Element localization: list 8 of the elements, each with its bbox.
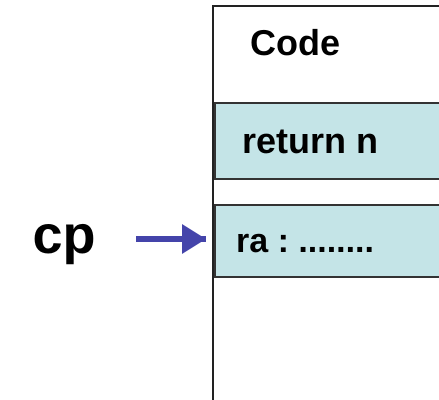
code-text: ra : ........	[236, 224, 374, 258]
pointer-label: cp	[32, 208, 96, 262]
arrow	[136, 224, 206, 254]
stack-frame-box	[212, 5, 439, 400]
code-row-box	[214, 102, 439, 180]
code-text: return n	[242, 123, 378, 159]
code-row-box	[214, 204, 439, 278]
heading-label: Code	[250, 25, 340, 61]
